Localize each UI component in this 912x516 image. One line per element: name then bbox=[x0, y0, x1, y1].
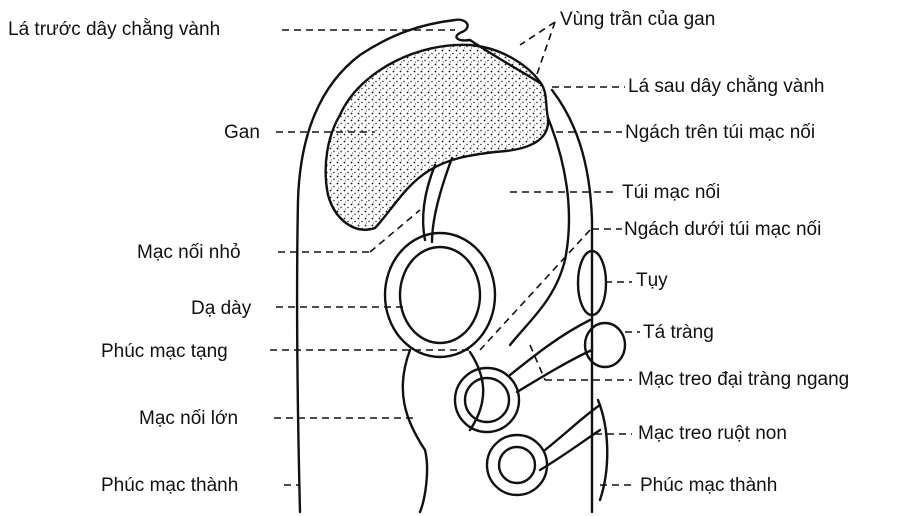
leader-bare-area-2 bbox=[535, 22, 555, 80]
transverse-mesocolon-line bbox=[510, 320, 590, 375]
label-posterior-coronary-layer: Lá sau dây chằng vành bbox=[628, 76, 825, 98]
label-liver: Gan bbox=[224, 122, 260, 144]
label-mesentery: Mạc treo ruột non bbox=[638, 423, 787, 445]
omental-bursa-boundary bbox=[510, 118, 569, 345]
label-parietal-peritoneum-right: Phúc mạc thành bbox=[640, 475, 777, 497]
leader-bare-area-1 bbox=[520, 22, 555, 45]
label-greater-omentum: Mạc nối lớn bbox=[139, 408, 238, 430]
transverse-mesocolon-line-2 bbox=[517, 350, 592, 392]
label-transverse-mesocolon: Mạc treo đại tràng ngang bbox=[638, 369, 849, 391]
label-lesser-omentum: Mạc nối nhỏ bbox=[137, 242, 241, 264]
label-superior-recess: Ngách trên túi mạc nối bbox=[625, 122, 815, 144]
label-pancreas: Tụy bbox=[636, 270, 668, 292]
small-intestine-outer bbox=[487, 435, 547, 495]
label-anterior-coronary-layer: Lá trước dây chằng vành bbox=[8, 19, 220, 41]
label-bare-area-liver: Vùng trần của gan bbox=[560, 9, 715, 31]
label-stomach: Dạ dày bbox=[191, 298, 251, 320]
label-duodenum: Tá tràng bbox=[643, 322, 714, 344]
small-intestine-inner bbox=[499, 447, 535, 483]
stomach-outer-wall bbox=[385, 233, 495, 357]
transverse-colon-inner bbox=[465, 378, 509, 422]
label-inferior-recess: Ngách dưới túi mạc nối bbox=[624, 219, 821, 241]
label-visceral-peritoneum: Phúc mạc tạng bbox=[101, 341, 228, 363]
greater-omentum-left-fold bbox=[403, 350, 427, 512]
lesser-omentum-line-2 bbox=[432, 158, 452, 242]
label-parietal-peritoneum-left: Phúc mạc thành bbox=[101, 475, 238, 497]
leader-inferior-recess-2 bbox=[480, 230, 590, 350]
label-omental-bursa: Túi mạc nối bbox=[622, 182, 720, 204]
stomach-inner-wall bbox=[400, 247, 480, 343]
